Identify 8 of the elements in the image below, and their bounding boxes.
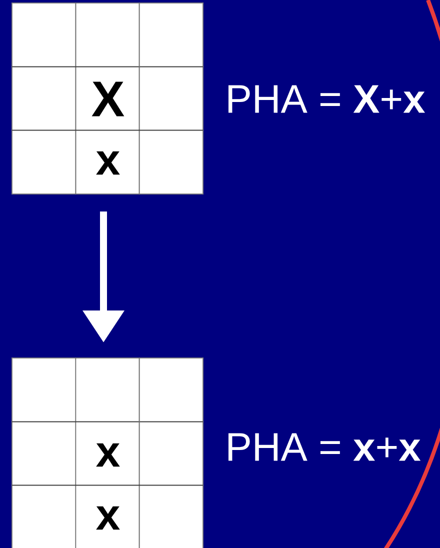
cell-mark: x bbox=[96, 443, 120, 467]
grid-board bbox=[12, 358, 204, 548]
formula-text: PHA = X+x bbox=[228, 85, 426, 113]
formula-text: PHA = x+x bbox=[228, 433, 421, 461]
cell-mark: x bbox=[96, 151, 120, 175]
grid-board bbox=[12, 2, 204, 194]
cell-mark: X bbox=[92, 82, 124, 116]
cell-mark: x bbox=[96, 506, 120, 530]
